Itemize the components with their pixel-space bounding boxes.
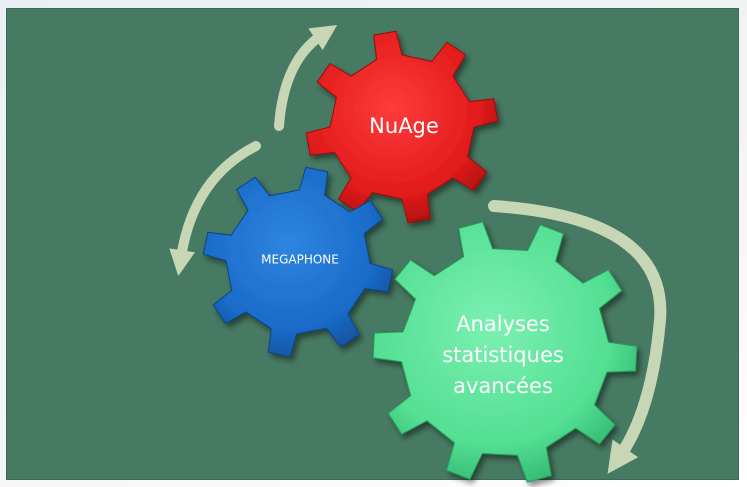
gear-analyses-label-line-3: avancées [453,374,553,398]
gear-nuage [305,30,499,224]
gear-analyses-label-line-2: statistiques [442,343,564,367]
gear-megaphone [202,166,394,358]
arrow-left-bottom [169,141,261,276]
arrow-right-large [488,200,667,474]
gear-megaphone-label: MEGAPHONE [261,253,339,267]
gear-analyses-label-line-1: Analyses [456,312,550,336]
gear-analyses [372,221,638,483]
arrow-left-top [274,24,338,131]
gear-nuage-label: NuAge [369,114,439,138]
cycle-arrows [169,24,667,474]
